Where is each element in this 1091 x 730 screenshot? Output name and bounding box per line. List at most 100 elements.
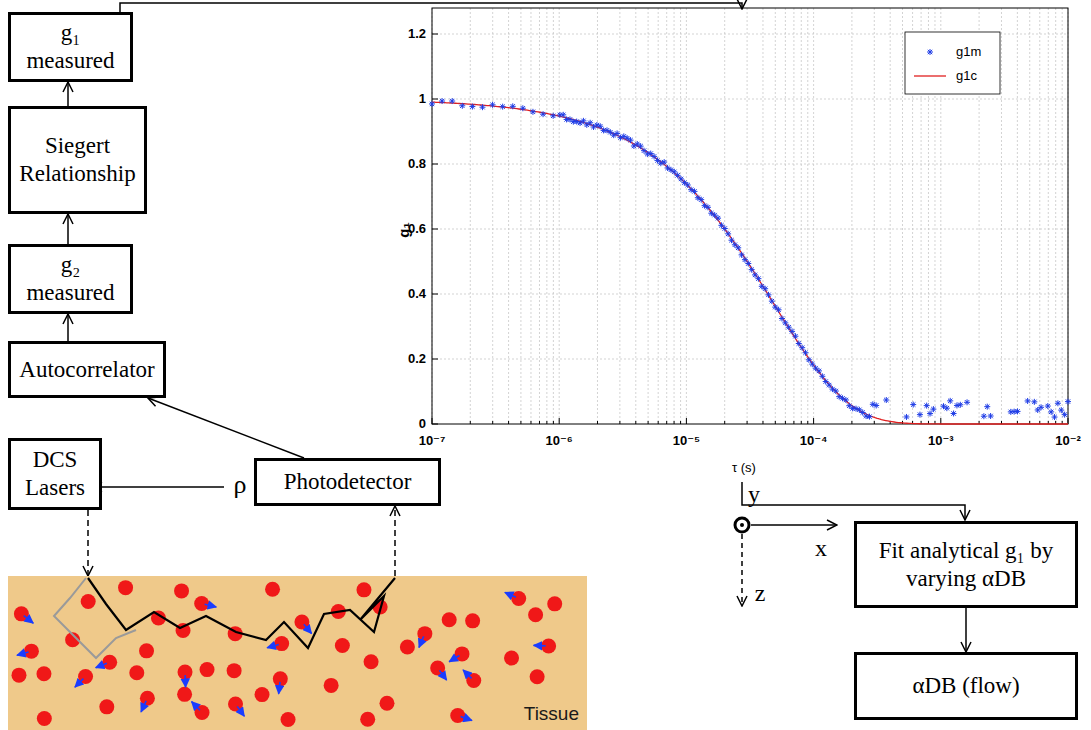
- data-point: [1025, 398, 1031, 404]
- red-blood-cell: [200, 662, 215, 677]
- grid-line: [674, 8, 675, 424]
- data-point: [799, 345, 805, 351]
- tick: [648, 421, 649, 424]
- grid-line: [1055, 8, 1056, 424]
- velocity-arrow: [439, 670, 446, 680]
- red-blood-cell: [528, 607, 543, 622]
- tick-label: 10⁻³: [928, 434, 954, 448]
- axis-arrow: [751, 524, 837, 526]
- correlation-chart: [429, 8, 1071, 424]
- tissue-band: Tissue: [8, 576, 587, 730]
- red-blood-cell: [324, 678, 339, 693]
- red-blood-cell: [547, 596, 562, 611]
- tick: [793, 421, 794, 424]
- red-blood-cell: [99, 699, 114, 714]
- velocity-arrow: [237, 706, 244, 716]
- connector-arrow: [965, 608, 967, 652]
- grid-line: [1048, 8, 1049, 424]
- axis-title: τ (s): [732, 461, 756, 475]
- grid-line: [686, 8, 687, 424]
- data-point: [964, 399, 970, 405]
- velocity-arrow: [534, 645, 546, 647]
- red-blood-cell: [194, 596, 209, 611]
- grid-line: [520, 8, 521, 424]
- red-blood-cell: [511, 591, 526, 606]
- connector-arrow: [67, 82, 69, 106]
- grid-line: [1017, 8, 1018, 424]
- red-blood-cell: [504, 651, 519, 666]
- data-point: [903, 414, 909, 420]
- legend-sample: [914, 76, 946, 77]
- data-point: [490, 102, 496, 108]
- tick: [432, 34, 438, 35]
- data-point: [930, 406, 936, 412]
- data-point: [1062, 412, 1068, 418]
- data-point: [661, 159, 667, 165]
- grid-line: [492, 8, 493, 424]
- red-blood-cell: [281, 712, 296, 727]
- data-point: [924, 403, 930, 409]
- data-point: [766, 292, 772, 298]
- tick-label: 10⁻⁷: [419, 434, 446, 448]
- velocity-arrow: [279, 682, 280, 694]
- red-blood-cell: [227, 663, 242, 678]
- tick: [813, 418, 814, 424]
- connector-arrow: [87, 510, 89, 576]
- data-point: [1065, 399, 1071, 405]
- tick: [686, 418, 687, 424]
- data-point: [762, 286, 768, 292]
- node-text: Photodetector: [284, 468, 412, 496]
- tick: [1068, 418, 1069, 424]
- tick: [785, 421, 786, 424]
- tick: [851, 421, 852, 424]
- grid-line: [813, 8, 814, 424]
- red-blood-cell: [228, 696, 243, 711]
- red-blood-cell: [24, 644, 39, 659]
- process-box: Siegert Relationship: [8, 106, 147, 214]
- grid-line: [553, 8, 554, 424]
- connector-arrow: [148, 398, 304, 458]
- tick: [940, 418, 941, 424]
- grid-line: [680, 8, 681, 424]
- data-point: [429, 101, 435, 107]
- velocity-arrow: [184, 675, 186, 687]
- grid-line: [724, 8, 725, 424]
- grid-line: [432, 229, 1068, 230]
- data-point: [459, 103, 465, 109]
- tick-label: 10⁻⁵: [673, 434, 700, 448]
- grid-line: [902, 8, 903, 424]
- tick: [432, 164, 438, 165]
- red-blood-cell: [465, 613, 480, 628]
- data-point: [479, 104, 485, 110]
- data-point: [587, 120, 593, 126]
- grid-line: [793, 8, 794, 424]
- legend-box: [905, 32, 1000, 94]
- red-blood-cell: [140, 691, 155, 706]
- data-point: [779, 316, 785, 322]
- tick: [432, 294, 438, 295]
- velocity-arrow: [505, 592, 516, 597]
- connector-arrow: [67, 314, 69, 341]
- data-point: [873, 402, 879, 408]
- grid-line: [851, 8, 852, 424]
- grid-line: [508, 8, 509, 424]
- tick: [807, 421, 808, 424]
- measurement-box: g₂ measured: [8, 244, 133, 314]
- grid-line: [648, 8, 649, 424]
- velocity-arrow: [75, 679, 83, 688]
- data-point: [1058, 407, 1064, 413]
- result-box: αDB (flow): [854, 652, 1078, 720]
- data-point: [728, 237, 734, 243]
- tissue-illustration: [8, 576, 587, 730]
- velocity-arrow: [205, 604, 217, 607]
- velocity-arrow: [96, 663, 107, 667]
- legend-sample: [927, 49, 933, 55]
- tick-label: 0.6: [408, 222, 426, 236]
- legend-text: g1m: [956, 45, 981, 59]
- node-text: Fit analytical g₁ by varying αDB: [871, 537, 1061, 592]
- red-blood-cell: [530, 669, 545, 684]
- tick: [775, 421, 776, 424]
- tick-label: 10⁻⁶: [546, 434, 573, 448]
- node-text: αDB (flow): [912, 672, 1019, 700]
- data-point: [806, 357, 812, 363]
